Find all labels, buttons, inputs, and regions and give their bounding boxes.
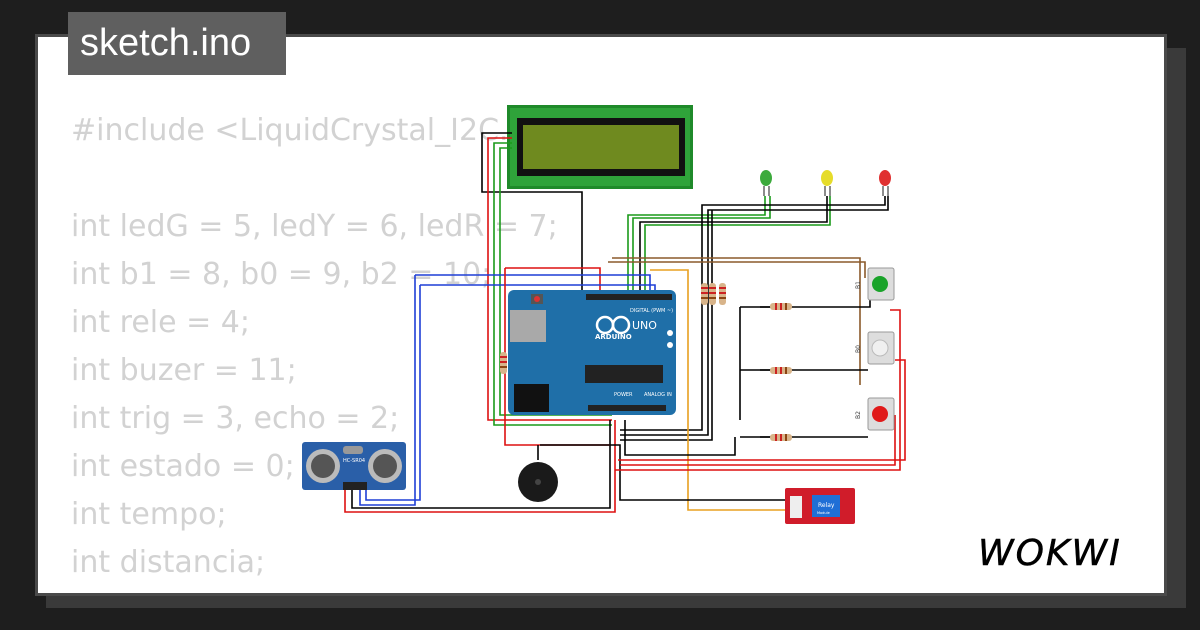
filename-tab: sketch.ino [68,12,286,75]
resistors [500,283,792,441]
wokwi-logo: WOKWI [978,533,1122,575]
relay-sublabel: Module [817,511,830,515]
code-line: int distancia; [71,545,266,580]
ultrasonic-sensor: HC-SR04 [302,442,406,490]
arduino-analog-label: ANALOG IN [644,392,672,398]
code-line: int trig = 3, echo = 2; [71,401,400,436]
arduino-board: UNO ARDUINO DIGITAL (PWM ~) POWER ANALOG… [508,290,676,415]
green-led [760,170,772,196]
button-b0: B0 [855,331,895,365]
ultrasonic-label: HC-SR04 [343,458,365,464]
relay-label: Relay [818,502,835,509]
button-b2-label: B2 [855,411,862,419]
button-b1-label: B1 [855,281,862,289]
code-view: #include <LiquidCrystal_I2C.h> int ledG … [71,107,711,593]
code-line: #include <LiquidCrystal_I2C.h> [71,113,553,148]
arduino-brand: ARDUINO [595,333,632,341]
code-line: int tempo; [71,497,227,532]
buzzer [518,462,558,502]
code-line: int rele = 4; [71,305,250,340]
arduino-digital-label: DIGITAL (PWM ~) [630,308,673,314]
code-line: int ledG = 5, ledY = 6, ledR = 7; [71,209,558,244]
button-b0-label: B0 [855,345,862,353]
relay-module: Relay Module [785,488,855,524]
button-b1: B1 [855,267,895,301]
code-line: int buzer = 11; [71,353,297,388]
arduino-model: UNO [632,319,657,332]
yellow-led [821,170,833,196]
code-line: int b1 = 8, b0 = 9, b2 = 10; [71,257,492,292]
code-line: int estado = 0; [71,449,295,484]
arduino-power-label: POWER [614,392,633,398]
wokwi-logo-text: WOKWI [978,533,1122,574]
button-b2: B2 [855,397,895,431]
red-led [879,170,891,196]
lcd-display [507,105,693,189]
